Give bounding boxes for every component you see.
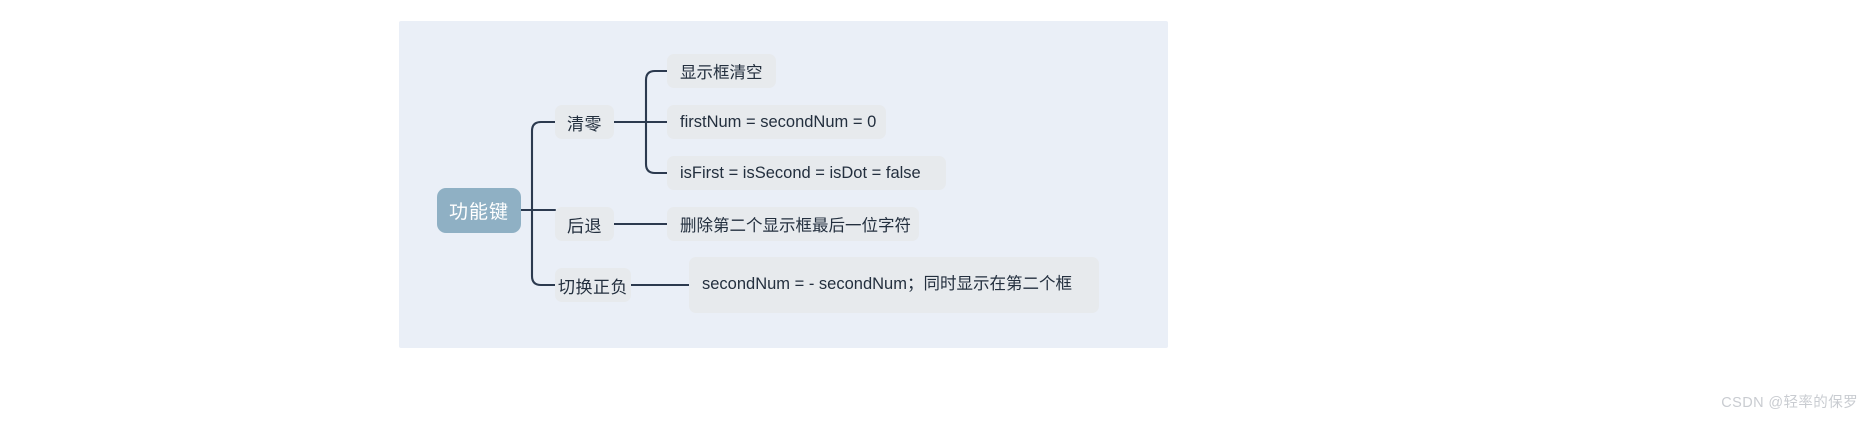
mindmap-branch-houtui[interactable]: 后退 (555, 207, 614, 241)
csdn-watermark: CSDN @轻率的保罗 (1721, 395, 1858, 411)
mindmap-branch-label: 后退 (567, 216, 602, 236)
mindmap-root-label: 功能键 (449, 202, 510, 223)
mindmap-leaf-label: firstNum = secondNum = 0 (680, 112, 877, 131)
connector-root-to-qingling (530, 120, 557, 212)
mindmap-root-node[interactable]: 功能键 (437, 188, 521, 233)
connector-qingling-leaf-3 (644, 120, 669, 175)
mindmap-leaf-label: secondNum = - secondNum；同时显示在第二个框 (702, 275, 1072, 294)
mindmap-leaf-negate-secondnum[interactable]: secondNum = - secondNum；同时显示在第二个框 (689, 257, 1099, 313)
mindmap-leaf-display-clear[interactable]: 显示框清空 (667, 54, 776, 88)
mindmap-leaf-delete-last-char[interactable]: 删除第二个显示框最后一位字符 (667, 207, 919, 241)
mindmap-canvas[interactable]: 功能键 清零 显示框清空 firstNum = secondNum = 0 is… (399, 21, 1168, 348)
mindmap-leaf-label: 显示框清空 (680, 64, 763, 82)
mindmap-branch-qingling[interactable]: 清零 (555, 105, 614, 139)
mindmap-branch-label: 切换正负 (558, 277, 628, 297)
connector-root-to-qiehuan (530, 208, 557, 287)
mindmap-leaf-label: 删除第二个显示框最后一位字符 (680, 217, 911, 235)
mindmap-branch-qiehuan-zhengfu[interactable]: 切换正负 (555, 268, 631, 302)
mindmap-leaf-isfirst-issecond-isdot[interactable]: isFirst = isSecond = isDot = false (667, 156, 946, 190)
mindmap-leaf-firstnum-secondnum[interactable]: firstNum = secondNum = 0 (667, 105, 886, 139)
connector-qingling-leaf-1 (644, 69, 669, 124)
mindmap-branch-label: 清零 (567, 114, 602, 134)
mindmap-leaf-label: isFirst = isSecond = isDot = false (680, 163, 921, 182)
